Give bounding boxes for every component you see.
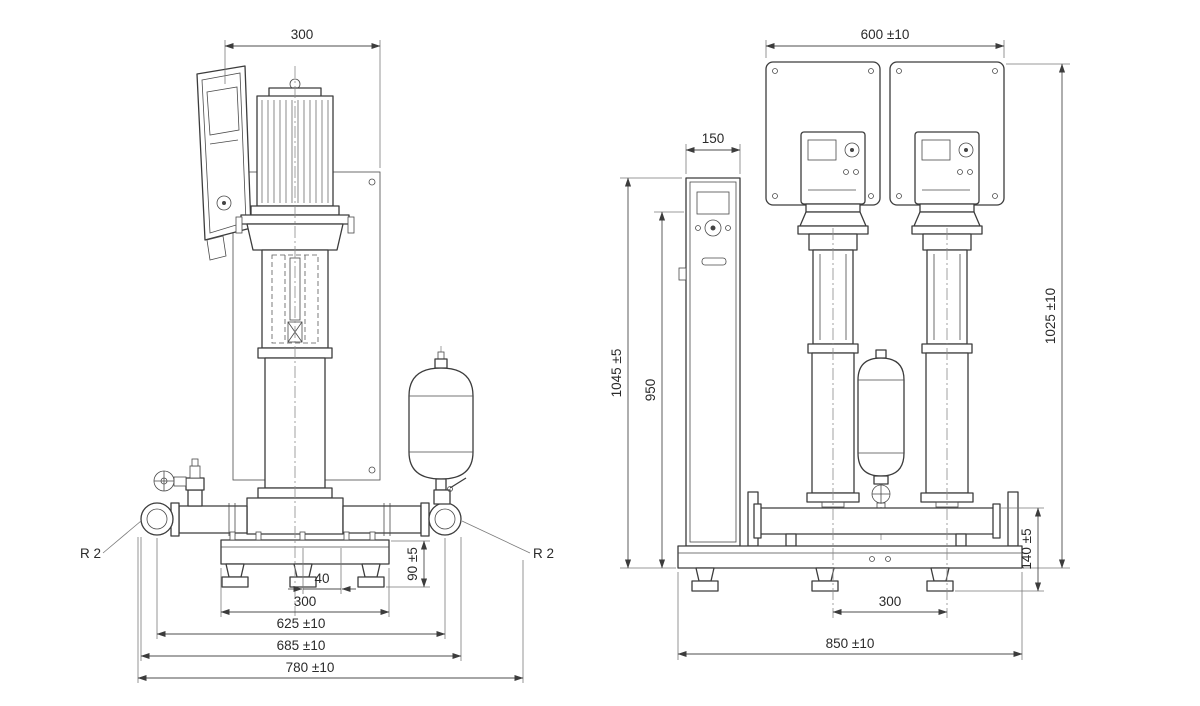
cabinet-knob [704, 219, 722, 237]
tank-valve [433, 489, 451, 505]
dim-label: 40 [314, 571, 329, 586]
dim-label: R 2 [80, 546, 101, 561]
dim-label: 150 [702, 131, 725, 146]
dim-label: 600 ±10 [861, 27, 910, 42]
base-frame-front [677, 545, 1023, 592]
cabinet-display [696, 191, 730, 215]
dim-label: 300 [291, 27, 314, 42]
dim-side-port-left: R 2 [80, 520, 142, 561]
isolating-valve [185, 477, 205, 491]
dim-label: 850 ±10 [826, 636, 875, 651]
dim-front-base-width: 850 ±10 [677, 572, 1023, 660]
front-view: 150 600 ±10 1045 ±5 950 1025 ±10 140 ±5 [609, 27, 1070, 660]
dim-side-port-right: R 2 [461, 520, 554, 561]
dim-side-top-width: 300 [224, 27, 381, 168]
foot [691, 567, 719, 592]
control-box [196, 65, 252, 261]
dim-front-unit-height: 1025 ±10 [1006, 63, 1070, 569]
dim-front-overall-height: 1045 ±5 [609, 177, 682, 569]
motor-box-2 [914, 131, 980, 205]
dim-front-pump-height: 950 [643, 211, 684, 569]
manifold-front [747, 491, 1019, 547]
control-cabinet [678, 177, 741, 547]
dim-label: 300 [879, 594, 902, 609]
dim-side-outer-span: 685 ±10 [140, 537, 462, 661]
cabinet-handle [701, 257, 727, 266]
dim-label: 780 ±10 [286, 660, 335, 675]
dim-front-cabinet-width: 150 [685, 131, 741, 174]
dim-front-panel-span: 600 ±10 [765, 27, 1005, 58]
side-view: 300 R 2 R 2 40 300 625 ±10 [80, 27, 554, 683]
dim-label: 1025 ±10 [1043, 288, 1058, 344]
dim-label: 950 [643, 379, 658, 402]
discharge-manifold [342, 477, 467, 537]
diaphragm-tank [408, 346, 474, 506]
foot [811, 567, 839, 592]
dim-label: 90 ±5 [405, 547, 420, 581]
dim-side-port-span: 625 ±10 [156, 538, 446, 639]
diaphragm-tank-front [857, 349, 905, 540]
motor-display [921, 139, 951, 161]
pipe-port-left [140, 502, 174, 536]
foot [221, 563, 249, 588]
dim-side-base-height: 90 ±5 [386, 540, 430, 588]
suction-manifold [140, 458, 248, 537]
dim-side-bolt-spacing: 40 [288, 548, 356, 594]
dim-label: 300 [294, 594, 317, 609]
foot [926, 567, 954, 592]
dim-label: 685 ±10 [277, 638, 326, 653]
dim-label: 1045 ±5 [609, 349, 624, 398]
base-frame [220, 531, 390, 588]
motor-display [807, 139, 837, 161]
cable-gland [678, 267, 687, 281]
dim-side-overall-width: 780 ±10 [137, 537, 524, 683]
dim-front-manifold-height: 140 ±5 [955, 507, 1044, 592]
dim-side-base-width: 300 [220, 568, 390, 617]
foot [357, 563, 385, 588]
dim-label: 140 ±5 [1019, 528, 1034, 569]
dim-front-pump-spacing: 300 [832, 594, 948, 616]
dim-label: 625 ±10 [277, 616, 326, 631]
motor-box-1 [800, 131, 866, 205]
pipe-port-right [428, 502, 462, 536]
dim-label: R 2 [533, 546, 554, 561]
